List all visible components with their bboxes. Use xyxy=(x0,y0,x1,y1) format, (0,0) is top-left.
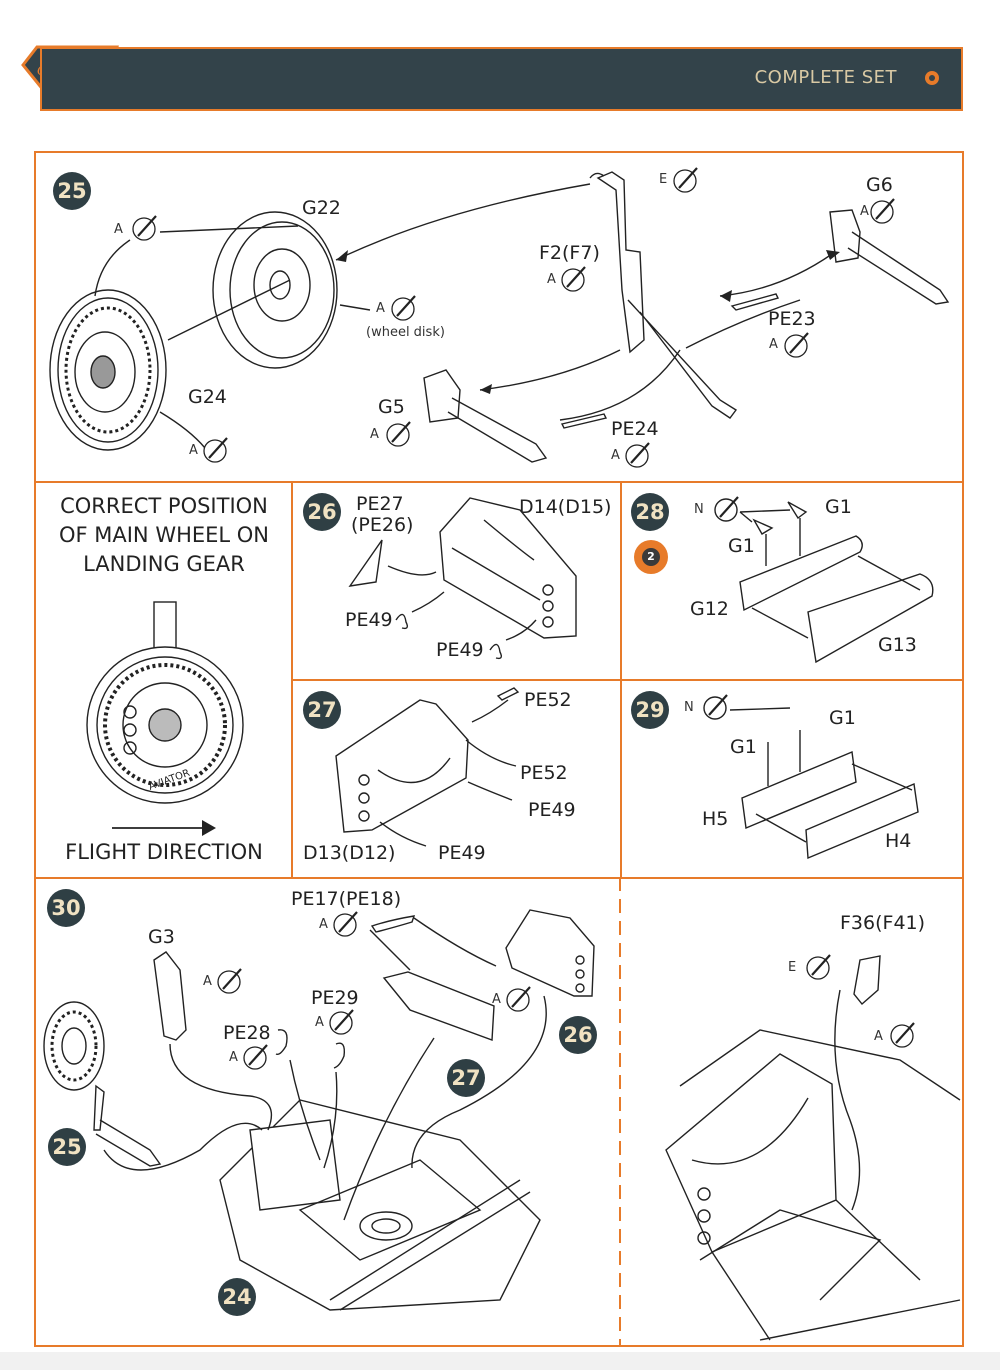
label-pe28: PE28 xyxy=(223,1022,271,1044)
label-pe49-d: PE49 xyxy=(438,842,486,864)
label-g22: G22 xyxy=(302,197,341,219)
paint-code: A xyxy=(189,443,198,458)
paint-code: A xyxy=(114,222,123,237)
paint-code-a: A xyxy=(874,1029,883,1044)
label-pe49-b: PE49 xyxy=(436,639,484,661)
paint-code: A xyxy=(319,917,328,932)
label-g12: G12 xyxy=(690,598,729,620)
paint-code-n-29: N xyxy=(684,700,694,715)
label-g1-b: G1 xyxy=(728,535,755,557)
step-25-panel xyxy=(34,151,964,483)
paint-code: A xyxy=(315,1015,324,1030)
header-dot-icon xyxy=(925,71,939,85)
paint-code-g6: A xyxy=(860,204,869,219)
step-30-badge: 30 xyxy=(47,889,85,927)
note-line-2: OF MAIN WHEEL ON xyxy=(58,523,270,547)
paint-code: A xyxy=(203,974,212,989)
ref-25-badge: 25 xyxy=(48,1128,86,1166)
paint-code: A xyxy=(611,448,620,463)
paint-code: A xyxy=(769,337,778,352)
label-g3: G3 xyxy=(148,926,175,948)
page-footer-bar xyxy=(0,1352,1000,1370)
label-d13: D13(D12) xyxy=(303,842,396,864)
label-pe49-c: PE49 xyxy=(528,799,576,821)
ref-24-badge: 24 xyxy=(218,1278,256,1316)
label-g1-c: G1 xyxy=(829,707,856,729)
header-title: COMPLETE SET xyxy=(754,67,897,88)
label-h4: H4 xyxy=(885,830,912,852)
label-pe27: PE27 xyxy=(356,493,404,515)
label-g6: G6 xyxy=(866,174,893,196)
paint-code: A xyxy=(229,1050,238,1065)
label-pe24: PE24 xyxy=(611,418,659,440)
paint-code: A xyxy=(492,992,501,1007)
label-pe23: PE23 xyxy=(768,308,816,330)
label-f2: F2(F7) xyxy=(539,242,600,264)
paint-code: A xyxy=(370,427,379,442)
paint-code-n: N xyxy=(694,502,704,517)
label-pe52-a: PE52 xyxy=(524,689,572,711)
paint-code: E xyxy=(659,172,668,187)
flight-direction-label: FLIGHT DIRECTION xyxy=(65,840,263,864)
step-29-panel xyxy=(620,679,964,879)
label-f36: F36(F41) xyxy=(840,912,926,934)
label-h5: H5 xyxy=(702,808,729,830)
label-g1-a: G1 xyxy=(825,496,852,518)
paint-code-e: E xyxy=(788,960,797,975)
step-27-badge: 27 xyxy=(303,691,341,729)
step-26-badge: 26 xyxy=(303,493,341,531)
label-pe52-b: PE52 xyxy=(520,762,568,784)
step-28-badge: 28 xyxy=(631,493,669,531)
label-g24: G24 xyxy=(188,386,227,408)
label-pe49-a: PE49 xyxy=(345,609,393,631)
dashed-divider xyxy=(619,877,621,1347)
label-g13: G13 xyxy=(878,634,917,656)
label-g1-d: G1 xyxy=(730,736,757,758)
label-g5: G5 xyxy=(378,396,405,418)
wheel-disk-note: (wheel disk) xyxy=(366,325,445,340)
note-line-3: LANDING GEAR xyxy=(83,552,245,576)
ref-26-badge: 26 xyxy=(559,1016,597,1054)
label-pe17: PE17(PE18) xyxy=(291,888,402,910)
step-29-badge: 29 xyxy=(631,691,669,729)
header-bar: COMPLETE SET xyxy=(40,47,963,111)
ref-27-badge: 27 xyxy=(447,1059,485,1097)
note-line-1: CORRECT POSITION xyxy=(60,494,268,518)
note-text: CORRECT POSITION OF MAIN WHEEL ON LANDIN… xyxy=(40,492,288,579)
paint-code: A xyxy=(376,301,385,316)
option-badge-icon: 2 xyxy=(634,540,668,574)
label-pe26: (PE26) xyxy=(351,514,414,536)
step-25-badge: 25 xyxy=(53,172,91,210)
label-d14: D14(D15) xyxy=(519,496,612,518)
option-badge-inner: 2 xyxy=(642,548,660,566)
label-pe29: PE29 xyxy=(311,987,359,1009)
paint-code: A xyxy=(547,272,556,287)
